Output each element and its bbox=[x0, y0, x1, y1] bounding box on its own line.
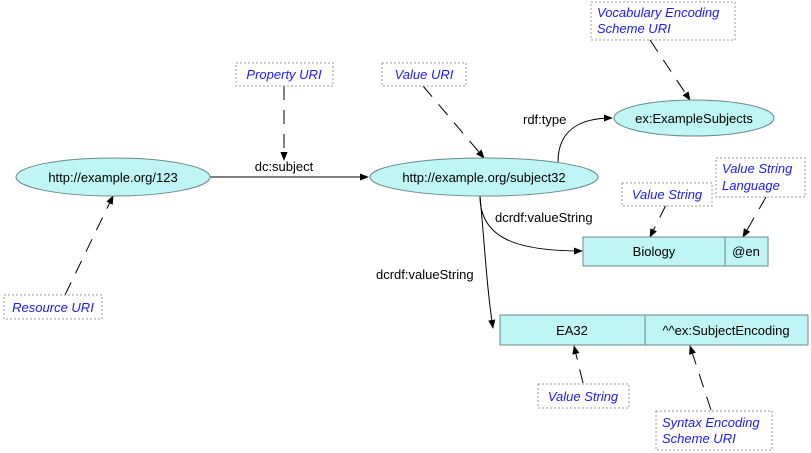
note-value-uri: Value URI bbox=[381, 62, 467, 87]
note-value-string-biology: Value String bbox=[621, 182, 713, 207]
note-value-string-ea32: Value String bbox=[537, 383, 630, 409]
pointer-value-string-biology bbox=[649, 204, 667, 238]
ea32-datatype: ^^ex:SubjectEncoding bbox=[662, 323, 789, 338]
svg-text:Scheme URI: Scheme URI bbox=[662, 431, 736, 446]
svg-text:Property URI: Property URI bbox=[246, 67, 322, 82]
node-resource: http://example.org/123 bbox=[15, 157, 211, 197]
svg-text:Value String: Value String bbox=[548, 389, 619, 404]
note-value-string-language: Value String Language bbox=[715, 157, 806, 198]
pointer-syntax-scheme bbox=[689, 345, 712, 411]
pointer-resource-uri bbox=[64, 195, 114, 296]
edge-rdf-type bbox=[557, 114, 613, 163]
pointer-language bbox=[742, 196, 767, 238]
note-syntax-scheme: Syntax Encoding Scheme URI bbox=[655, 410, 773, 451]
value-string-biology: Biology @en bbox=[582, 236, 769, 267]
svg-text:Resource URI: Resource URI bbox=[12, 300, 94, 315]
note-vocab-scheme: Vocabulary Encoding Scheme URI bbox=[590, 1, 736, 41]
biology-text: Biology bbox=[633, 244, 676, 259]
node-scheme: ex:ExampleSubjects bbox=[613, 99, 775, 137]
ea32-text: EA32 bbox=[556, 323, 588, 338]
biology-lang: @en bbox=[732, 244, 760, 259]
svg-text:Value String: Value String bbox=[722, 161, 793, 176]
node-scheme-label: ex:ExampleSubjects bbox=[635, 111, 753, 126]
edge-label-dc-subject: dc:subject bbox=[255, 159, 314, 174]
pointer-vocab-scheme bbox=[649, 39, 691, 101]
node-value-label: http://example.org/subject32 bbox=[402, 170, 565, 185]
svg-text:Vocabulary Encoding: Vocabulary Encoding bbox=[597, 5, 720, 20]
svg-text:Scheme URI: Scheme URI bbox=[597, 21, 671, 36]
pointer-value-uri bbox=[422, 85, 485, 159]
edge-label-value-string-2: dcrdf:valueString bbox=[376, 267, 474, 282]
svg-text:Language: Language bbox=[722, 178, 780, 193]
pointer-value-string-ea32 bbox=[572, 345, 584, 384]
edge-value-string-ea32 bbox=[479, 195, 496, 329]
edge-label-value-string-1: dcrdf:valueString bbox=[495, 210, 593, 225]
value-string-ea32: EA32 ^^ex:SubjectEncoding bbox=[499, 314, 809, 346]
edge-label-rdf-type: rdf:type bbox=[523, 112, 566, 127]
svg-text:Value URI: Value URI bbox=[395, 67, 454, 82]
svg-text:Value String: Value String bbox=[632, 187, 703, 202]
note-resource-uri: Resource URI bbox=[3, 294, 103, 320]
node-resource-label: http://example.org/123 bbox=[48, 170, 177, 185]
svg-text:Syntax Encoding: Syntax Encoding bbox=[662, 415, 760, 430]
node-value: http://example.org/subject32 bbox=[369, 157, 599, 197]
note-property-uri: Property URI bbox=[235, 62, 334, 87]
